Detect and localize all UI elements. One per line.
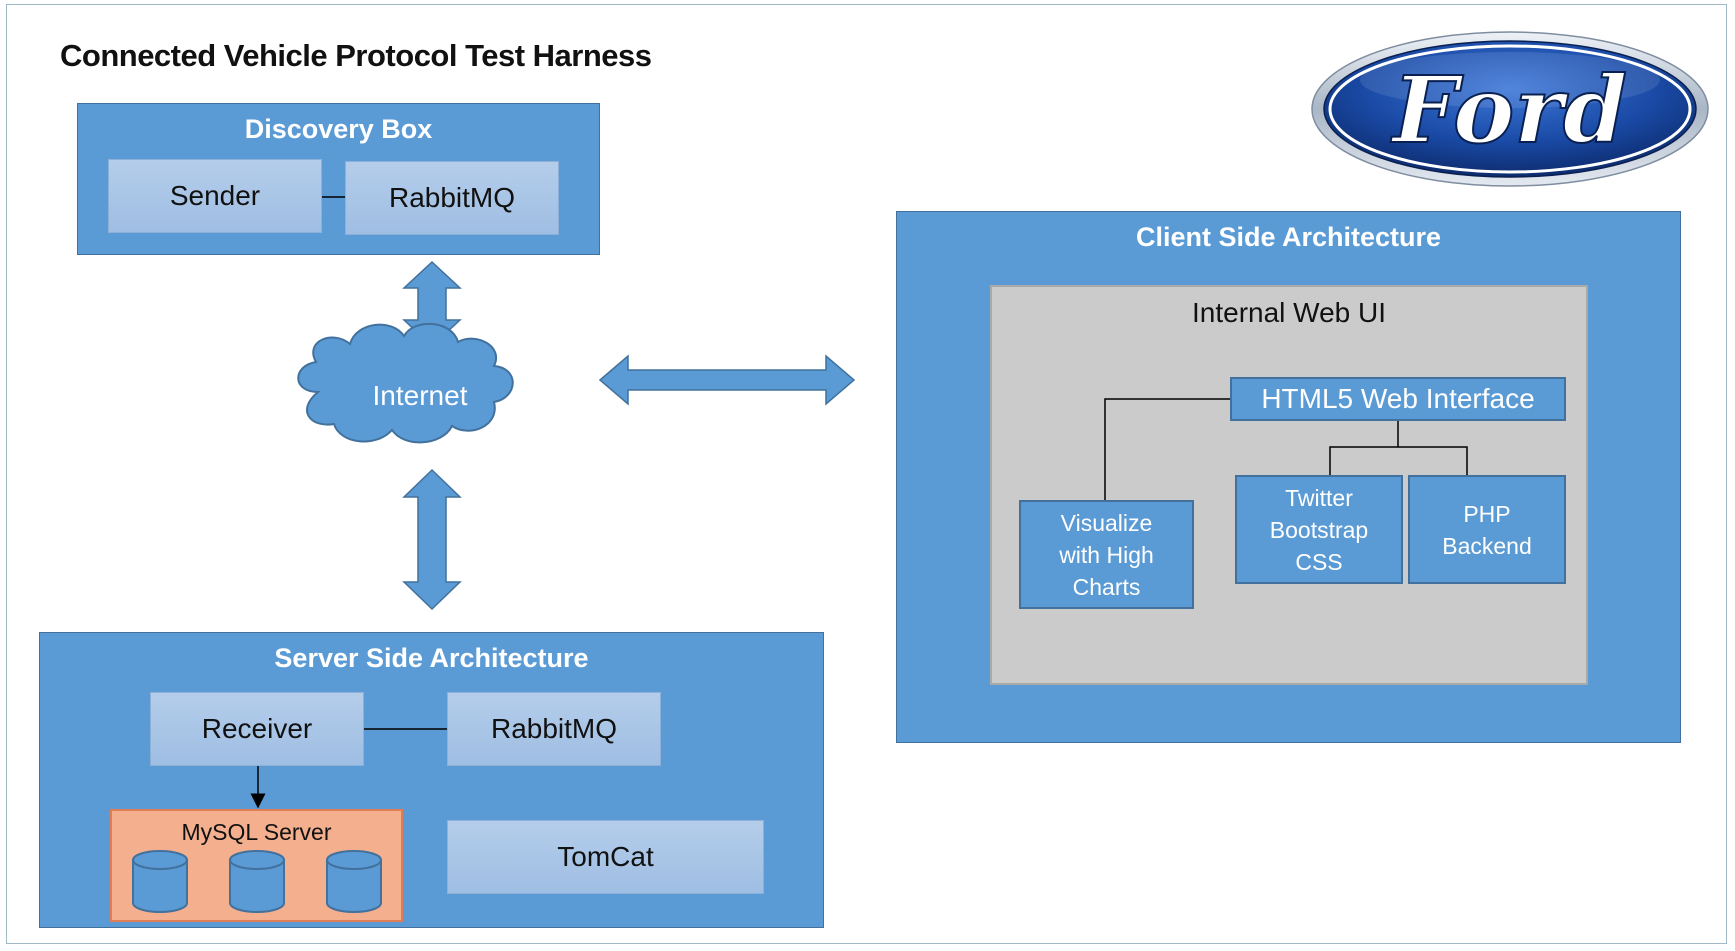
discovery-sender-box: Sender — [108, 159, 322, 233]
html5-web-interface-box: HTML5 Web Interface — [1230, 377, 1566, 421]
php-backend-label: PHP Backend — [1442, 500, 1532, 559]
page-title: Connected Vehicle Protocol Test Harness — [60, 38, 652, 73]
mysql-server-box: MySQL Server — [110, 809, 403, 922]
discovery-box-title: Discovery Box — [244, 114, 433, 144]
mysql-server-label: MySQL Server — [181, 819, 332, 845]
server-side-title: Server Side Architecture — [274, 643, 589, 673]
visualize-high-charts-label: Visualize with High Charts — [1059, 509, 1154, 600]
server-receiver-label: Receiver — [201, 713, 313, 744]
twitter-bootstrap-box: Twitter Bootstrap CSS — [1235, 475, 1403, 584]
discovery-rabbitmq-label: RabbitMQ — [388, 182, 516, 213]
php-backend-box: PHP Backend — [1408, 475, 1566, 584]
server-receiver-box: Receiver — [150, 692, 364, 766]
twitter-bootstrap-label: Twitter Bootstrap CSS — [1269, 484, 1369, 575]
server-tomcat-label: TomCat — [557, 841, 654, 872]
discovery-sender-label: Sender — [169, 180, 261, 211]
discovery-rabbitmq-box: RabbitMQ — [345, 161, 559, 235]
client-side-title: Client Side Architecture — [1135, 222, 1442, 252]
server-rabbitmq-label: RabbitMQ — [490, 713, 618, 744]
ford-logo-wordmark: Ford — [1390, 56, 1627, 164]
html5-web-interface-label: HTML5 Web Interface — [1261, 383, 1535, 414]
server-tomcat-box: TomCat — [447, 820, 764, 894]
ford-logo: Ford — [1310, 30, 1710, 188]
internal-web-ui-label: Internal Web UI — [1191, 297, 1387, 328]
visualize-high-charts-box: Visualize with High Charts — [1019, 500, 1194, 609]
server-rabbitmq-box: RabbitMQ — [447, 692, 661, 766]
